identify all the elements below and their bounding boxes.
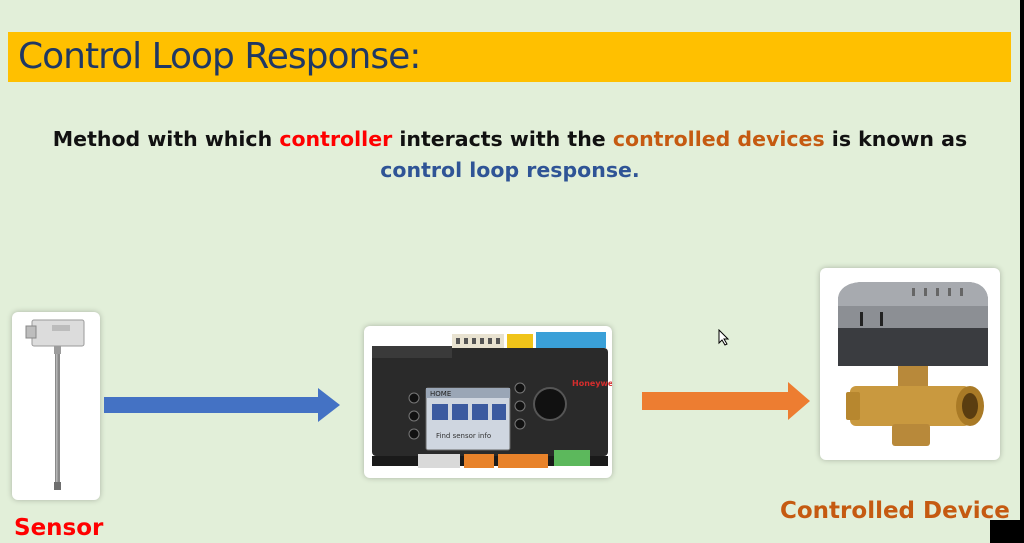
temperature-sensor-image [25, 319, 85, 490]
corner-overlay [990, 520, 1024, 543]
desc-part2: interacts with the [392, 127, 613, 151]
device-card [820, 268, 1000, 460]
desc-controlled-devices: controlled devices [612, 127, 825, 151]
mouse-cursor-icon [718, 329, 730, 346]
desc-part3: is known as [824, 127, 968, 151]
controller-card: HOME Find sensor info Honeywell [364, 326, 619, 478]
sensor-card [12, 312, 100, 500]
title-bar: Control Loop Response: [8, 32, 1011, 82]
description: Method with which controller interacts w… [40, 124, 980, 186]
right-arrow-icon [642, 382, 810, 420]
controller-brand: Honeywell [572, 379, 612, 388]
slide-title: Control Loop Response: [18, 36, 421, 77]
desc-control-loop-response: control loop response. [380, 158, 640, 182]
sensor-label: Sensor [14, 515, 104, 541]
valve-actuator-image [838, 282, 988, 446]
controlled-device-label: Controlled Device [780, 498, 1010, 524]
right-arrow-icon [104, 388, 340, 422]
controller-screen-header: HOME [430, 390, 451, 398]
desc-controller: controller [279, 127, 393, 151]
controller-image: HOME Find sensor info Honeywell [372, 332, 619, 468]
controller-screen-text: Find sensor info [436, 432, 491, 440]
desc-part1: Method with which [52, 127, 280, 151]
